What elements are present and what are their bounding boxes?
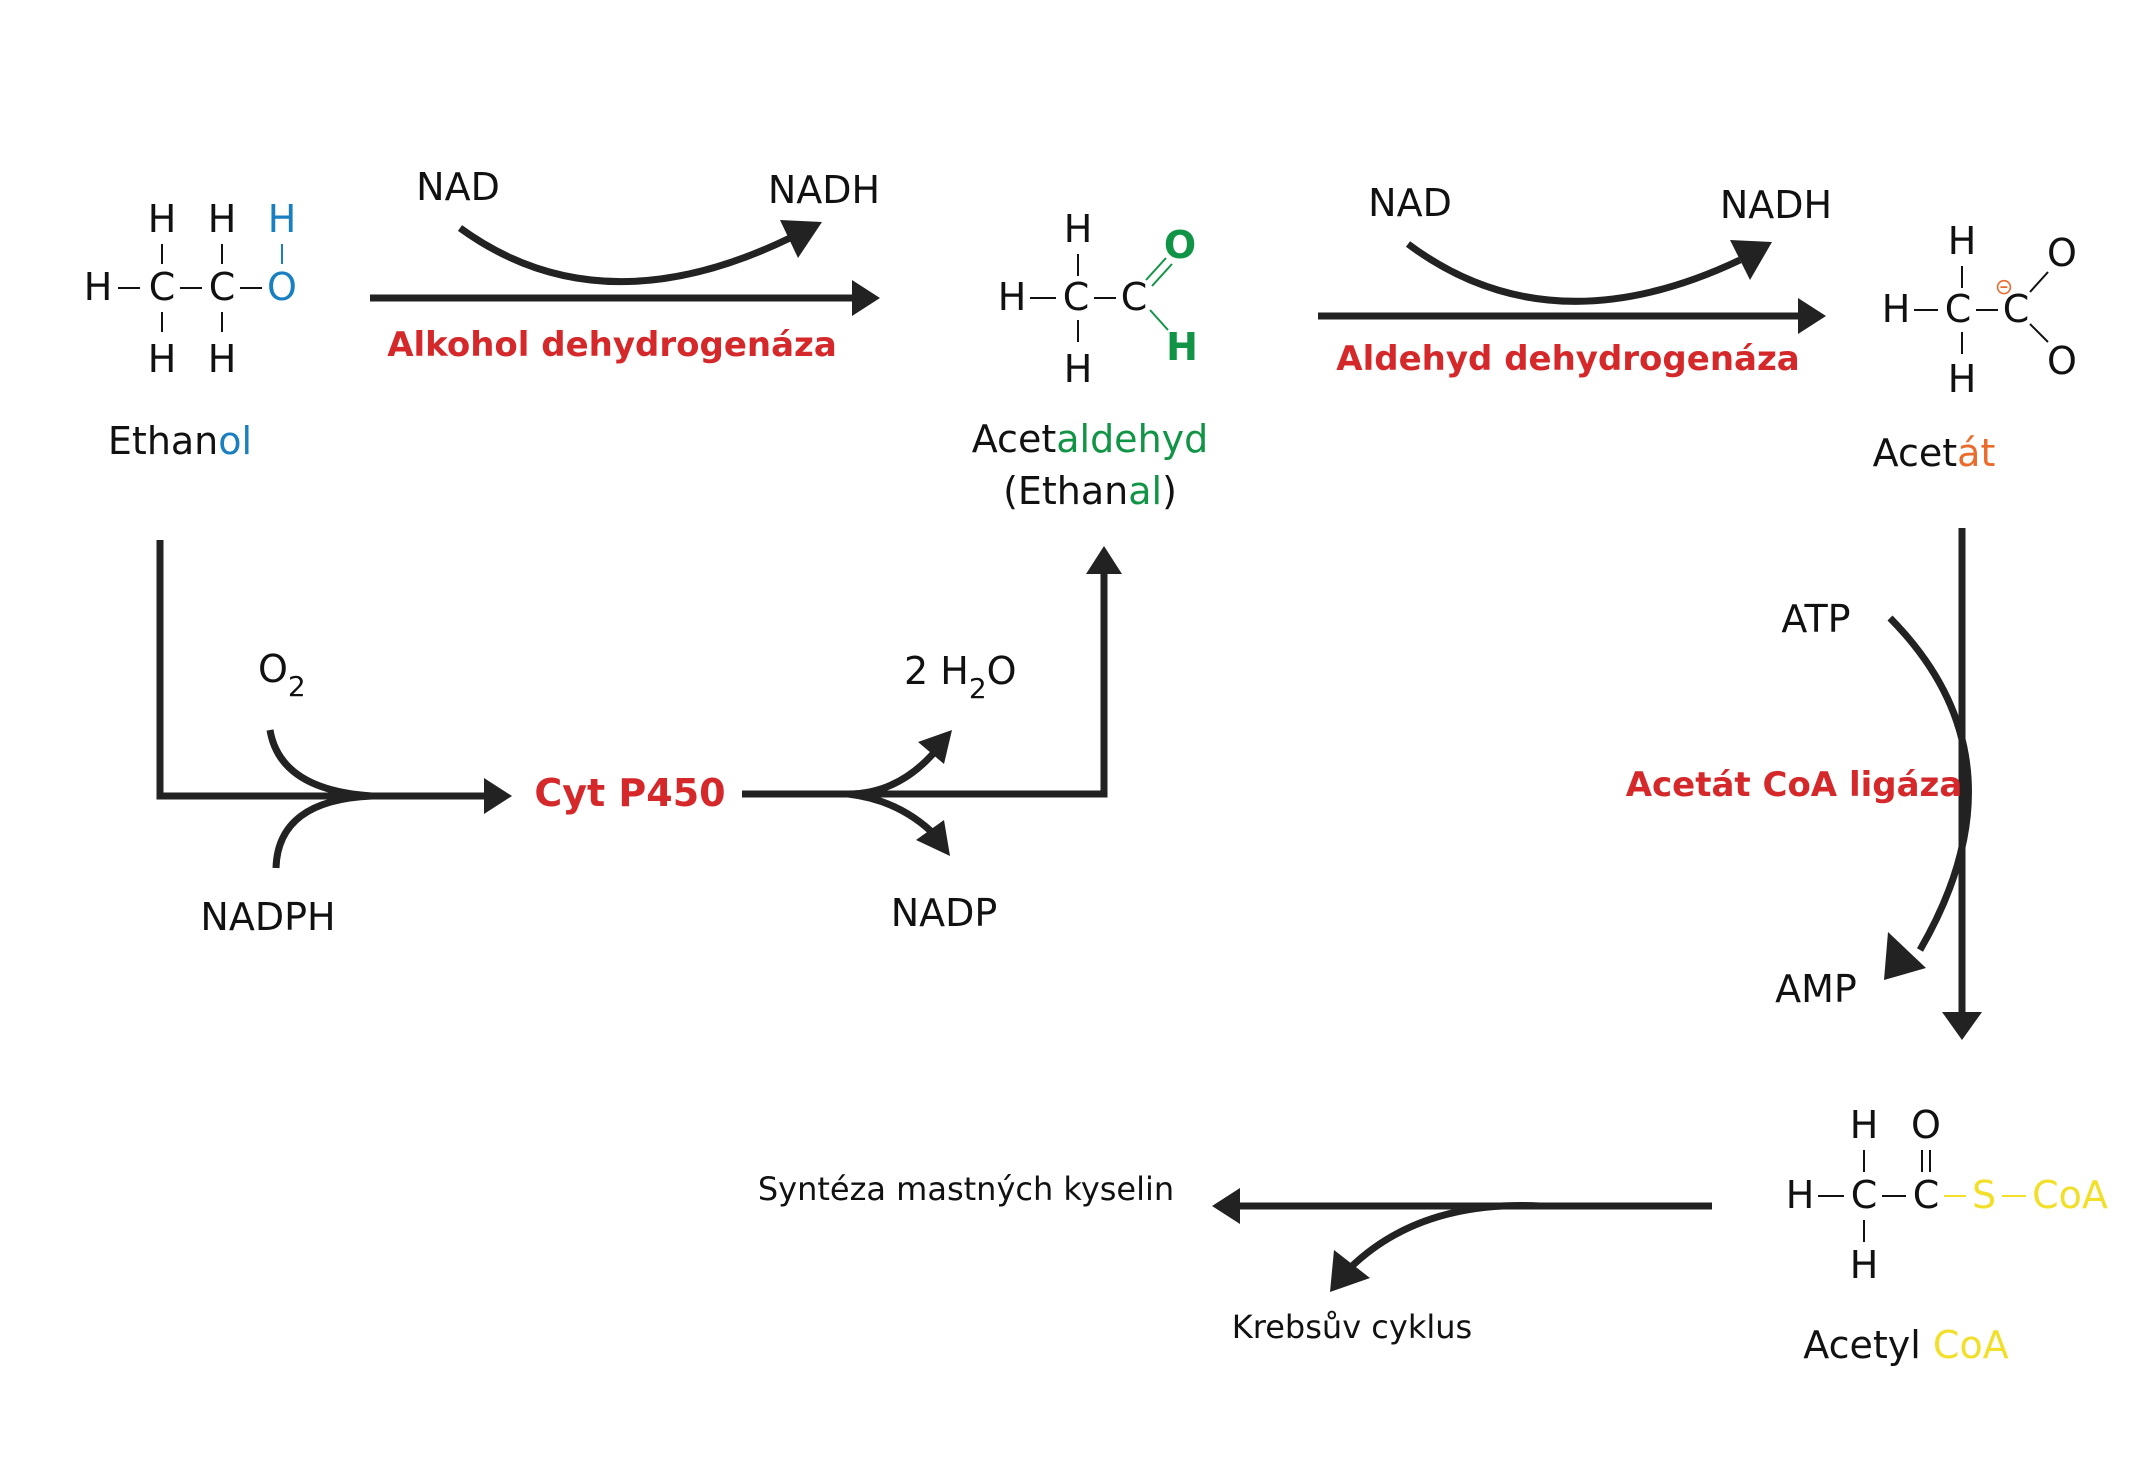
coa-group: CoA <box>2032 1173 2108 1217</box>
atom-o: O <box>2047 231 2077 275</box>
acetaldehyde-label: Acetaldehyd <box>972 417 1209 461</box>
atom-h: H <box>1786 1173 1815 1217</box>
atom-h: H <box>1882 287 1911 331</box>
cyp-pathway-arrow-out <box>742 546 1122 856</box>
atom-h: H <box>84 265 113 309</box>
atom-c: C <box>1851 1173 1878 1217</box>
atom-h: H <box>1948 219 1977 263</box>
krebs-cycle-label: Krebsův cyklus <box>1232 1308 1472 1346</box>
atom-h: H <box>1850 1103 1879 1147</box>
water-label: 2 H2O <box>904 649 1017 705</box>
ethanal-label: (Ethanal) <box>1003 469 1177 513</box>
atom-h: H <box>148 337 177 381</box>
nad-label: NAD <box>416 165 500 209</box>
atp-label: ATP <box>1781 597 1850 641</box>
enzyme-cyt-p450: Cyt P450 <box>534 771 725 815</box>
fatty-acid-synthesis-label: Syntéza mastných kyselin <box>758 1170 1174 1208</box>
atom-c: C <box>2003 287 2030 331</box>
reaction-3-arrow <box>1884 528 1982 1040</box>
atom-c: C <box>209 265 236 309</box>
nadh-label: NADH <box>768 168 880 212</box>
atom-h: H <box>1064 347 1093 391</box>
nadp-label: NADP <box>891 891 998 935</box>
atom-h: H <box>208 197 237 241</box>
nadph-label: NADPH <box>200 895 335 939</box>
hydroxyl-o: O <box>267 265 297 309</box>
atom-o: O <box>1911 1103 1941 1147</box>
nad-label: NAD <box>1368 181 1452 225</box>
ethanol-structure: H H H H C C O H H <box>84 197 297 381</box>
atom-c: C <box>149 265 176 309</box>
nadh-label: NADH <box>1720 183 1832 227</box>
atom-c: C <box>1913 1173 1940 1217</box>
acetate-label: Acetát <box>1873 431 1996 475</box>
acetyl-coa-label: Acetyl CoA <box>1803 1323 2008 1367</box>
atom-h: H <box>148 197 177 241</box>
aldehyde-h: H <box>1166 325 1198 369</box>
hydroxyl-h: H <box>268 197 297 241</box>
enzyme-aldehyde-dehydrogenase: Aldehyd dehydrogenáza <box>1336 339 1799 379</box>
atom-c: C <box>1945 287 1972 331</box>
enzyme-alcohol-dehydrogenase: Alkohol dehydrogenáza <box>387 325 837 365</box>
aldehyde-o: O <box>1164 223 1196 267</box>
amp-label: AMP <box>1775 967 1857 1011</box>
atom-c: C <box>1121 275 1148 319</box>
cyp-pathway-arrow-in <box>156 540 512 869</box>
reaction-2-arrow <box>1318 240 1826 334</box>
bond <box>2029 323 2049 343</box>
negative-charge-icon: ⊝ <box>1995 275 2013 300</box>
atom-h: H <box>1064 207 1093 251</box>
o2-label: O2 <box>258 647 306 703</box>
atom-h: H <box>208 337 237 381</box>
atom-o: O <box>2047 339 2077 383</box>
reaction-1-arrow <box>370 220 880 316</box>
thioester-s: S <box>1972 1173 1996 1217</box>
ethanol-label: Ethanol <box>108 419 252 463</box>
acetyl-coa-fate-arrow <box>1212 1188 1712 1292</box>
double-bond <box>1145 257 1167 281</box>
atom-h: H <box>998 275 1027 319</box>
enzyme-acetate-coa-ligase: Acetát CoA ligáza <box>1626 765 1963 805</box>
double-bond <box>1151 263 1173 287</box>
bond <box>2029 271 2049 293</box>
acetyl-coa-structure: H O H C C S CoA H <box>1786 1103 2108 1287</box>
atom-h: H <box>1850 1243 1879 1287</box>
atom-h: H <box>1948 357 1977 401</box>
acetate-structure: H H C C ⊝ O O H <box>1882 219 2077 401</box>
atom-c: C <box>1063 275 1090 319</box>
bond <box>1149 309 1169 331</box>
acetaldehyde-structure: H H C C O H H <box>998 207 1198 391</box>
